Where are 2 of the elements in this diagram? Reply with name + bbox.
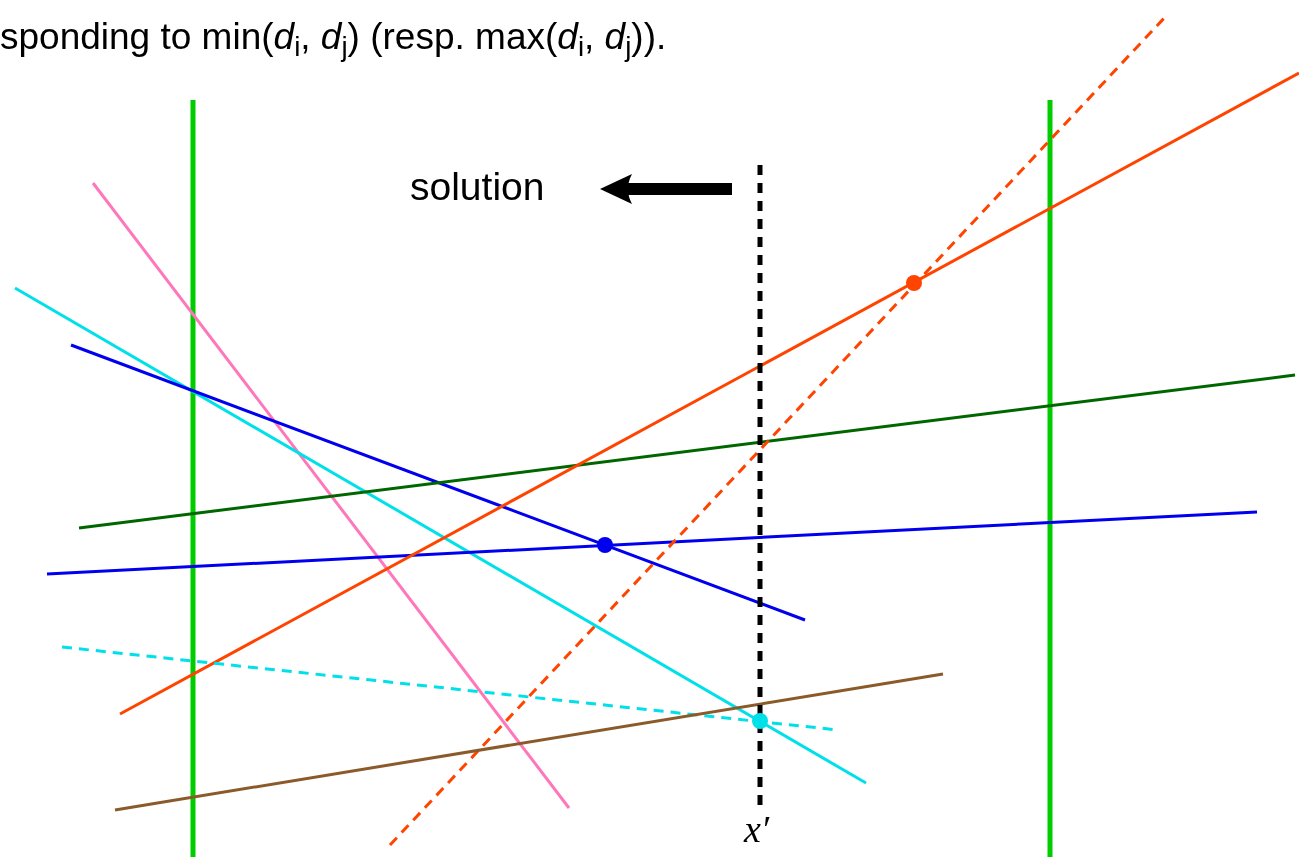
- caption-text: sponding to min(d$_{i}$, d$_{j}$) (resp. max(d$_{i}$, d$_{j}$)).: [0, 15, 667, 61]
- text-label: solution: [410, 164, 545, 210]
